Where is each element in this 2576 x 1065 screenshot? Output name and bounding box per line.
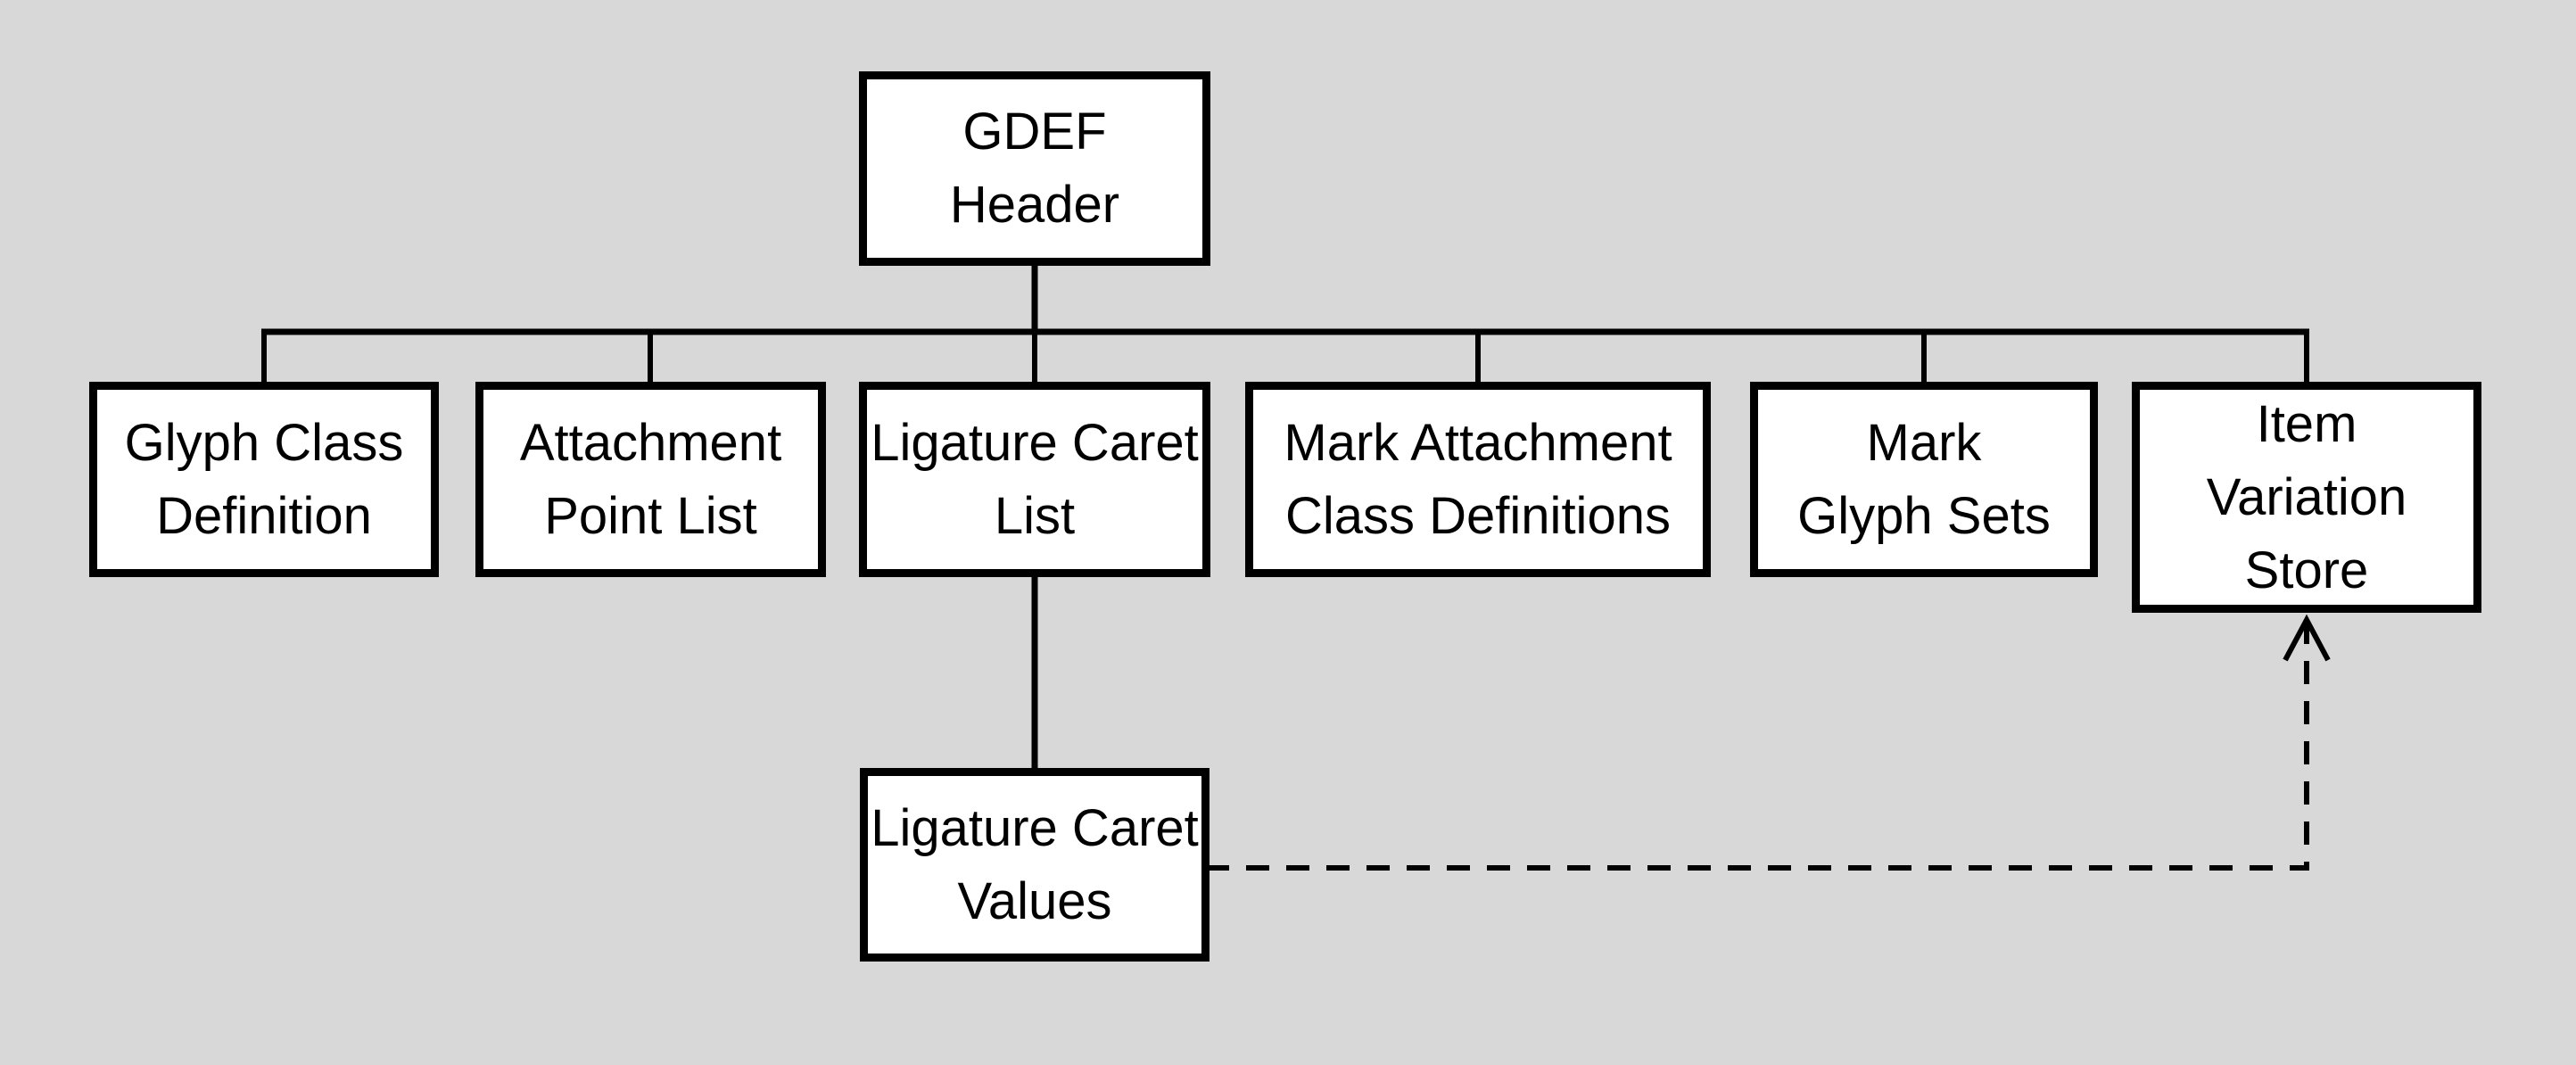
node-item-variation-store: Item Variation Store <box>2132 382 2481 613</box>
node-item-variation-store-label: Item Variation Store <box>2206 394 2407 599</box>
node-mark-attachment-class-definitions-label: Mark Attachment Class Definitions <box>1284 413 1672 545</box>
node-ligature-caret-values: Ligature Caret Values <box>860 768 1210 962</box>
node-mark-glyph-sets-label: Mark Glyph Sets <box>1797 413 2051 545</box>
node-mark-glyph-sets: Mark Glyph Sets <box>1750 382 2098 577</box>
node-attachment-point-list: Attachment Point List <box>475 382 826 577</box>
node-gdef-header: GDEF Header <box>859 71 1210 266</box>
node-gdef-header-label: GDEF Header <box>949 103 1120 234</box>
node-ligature-caret-list: Ligature Caret List <box>859 382 1210 577</box>
open-arrowhead-icon <box>2283 614 2331 662</box>
edge-dashed-values-to-variation-store <box>1206 624 2309 871</box>
node-glyph-class-definition-label: Glyph Class Definition <box>124 413 404 545</box>
node-ligature-caret-list-label: Ligature Caret List <box>871 413 1199 545</box>
node-ligature-caret-values-label: Ligature Caret Values <box>871 798 1199 930</box>
node-glyph-class-definition: Glyph Class Definition <box>89 382 439 577</box>
node-mark-attachment-class-definitions: Mark Attachment Class Definitions <box>1245 382 1711 577</box>
node-attachment-point-list-label: Attachment Point List <box>519 413 782 545</box>
